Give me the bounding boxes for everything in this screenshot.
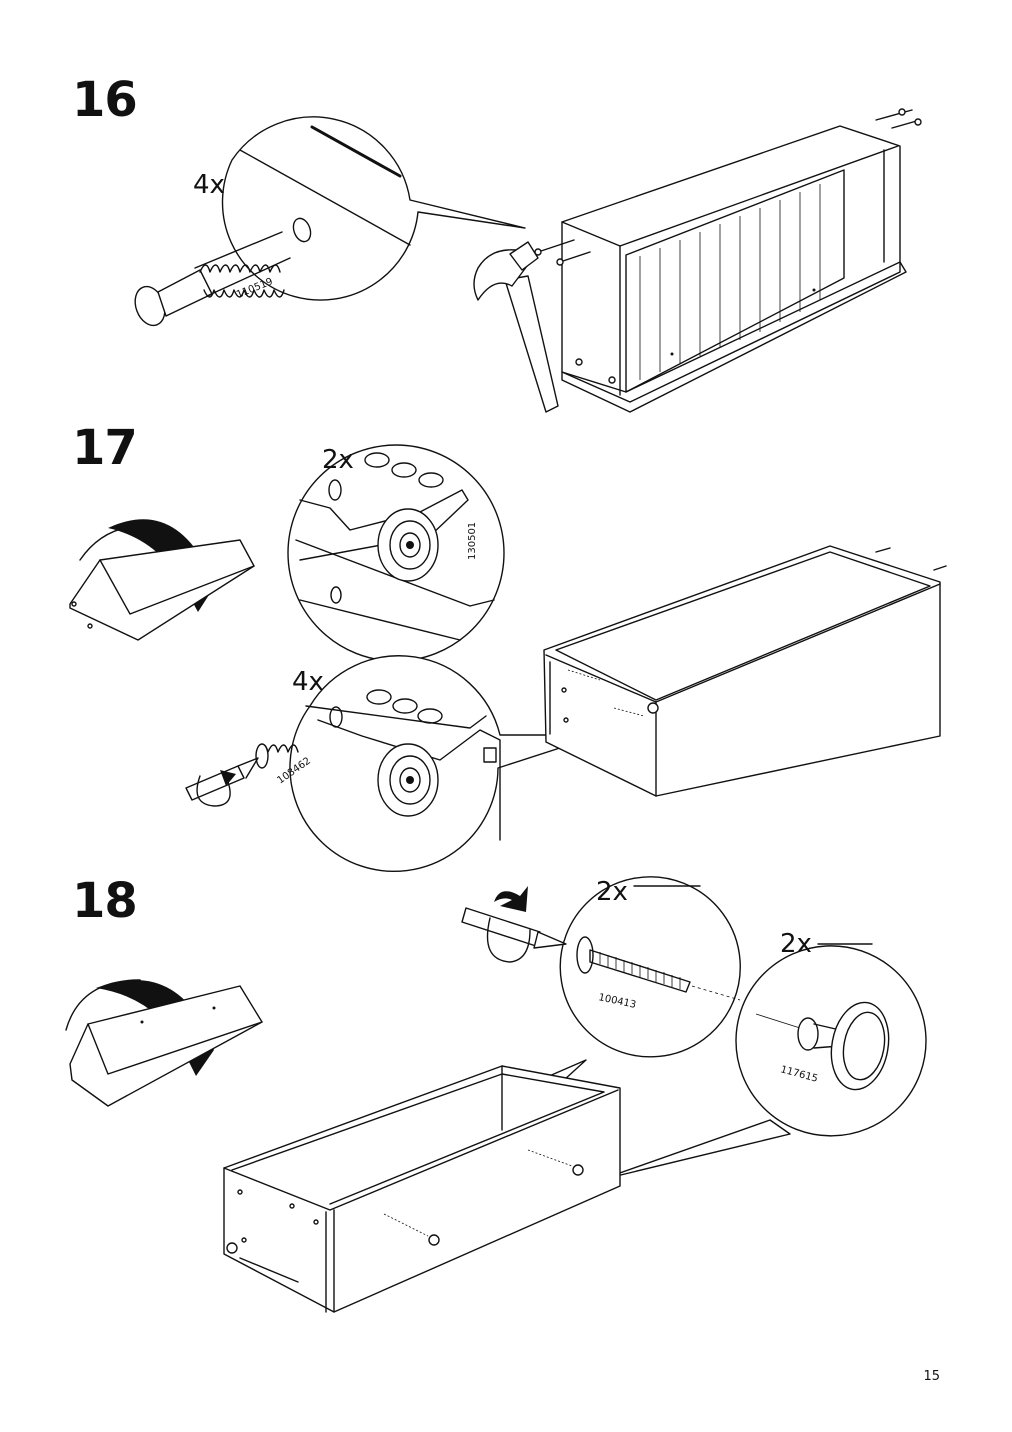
step-number-16: 16	[72, 72, 138, 128]
screwdriver-icon	[185, 757, 259, 807]
wheel-icon	[377, 508, 439, 582]
pin-icon	[534, 108, 922, 266]
dowel-icon	[134, 231, 291, 327]
screwdriver-icon-2	[461, 886, 567, 963]
step-18-illustration: 2x 100413 2x 117615	[65, 876, 927, 1313]
step-18-quantity-bolt: 2x	[596, 877, 628, 907]
step-17-zoom-callout-screw	[289, 655, 601, 872]
step-18-quantity-knob: 2x	[780, 929, 812, 959]
wheel-icon-2	[377, 743, 439, 817]
step-18-zoom-callout-knob	[599, 945, 927, 1181]
step-16-illustration: 4x 110519	[134, 108, 922, 413]
hammer-icon	[473, 241, 559, 413]
step-16-zoom-callout	[221, 116, 526, 301]
step-17-zoom-callout-wheel	[287, 444, 505, 662]
step-17-drawer-box	[543, 545, 947, 797]
step-17-quantity-screw: 4x	[292, 667, 324, 697]
page-number: 15	[923, 1369, 940, 1384]
step-18-drawer	[223, 1065, 621, 1313]
step-16-cabinet	[561, 125, 907, 413]
bolt-icon	[576, 936, 741, 1001]
flip-arrow-icon	[69, 519, 255, 641]
step-17-part-number-wheel: 130501	[467, 522, 478, 560]
hole-icon	[292, 217, 312, 243]
step-number-17: 17	[72, 420, 138, 476]
step-17-illustration: 2x 130501 4x 108462	[69, 444, 947, 872]
flip-arrow-icon-2	[65, 979, 263, 1107]
step-16-quantity: 4x	[193, 170, 225, 200]
step-17-quantity-wheel: 2x	[322, 445, 354, 475]
screw-icon	[255, 743, 299, 769]
step-number-18: 18	[72, 873, 138, 929]
